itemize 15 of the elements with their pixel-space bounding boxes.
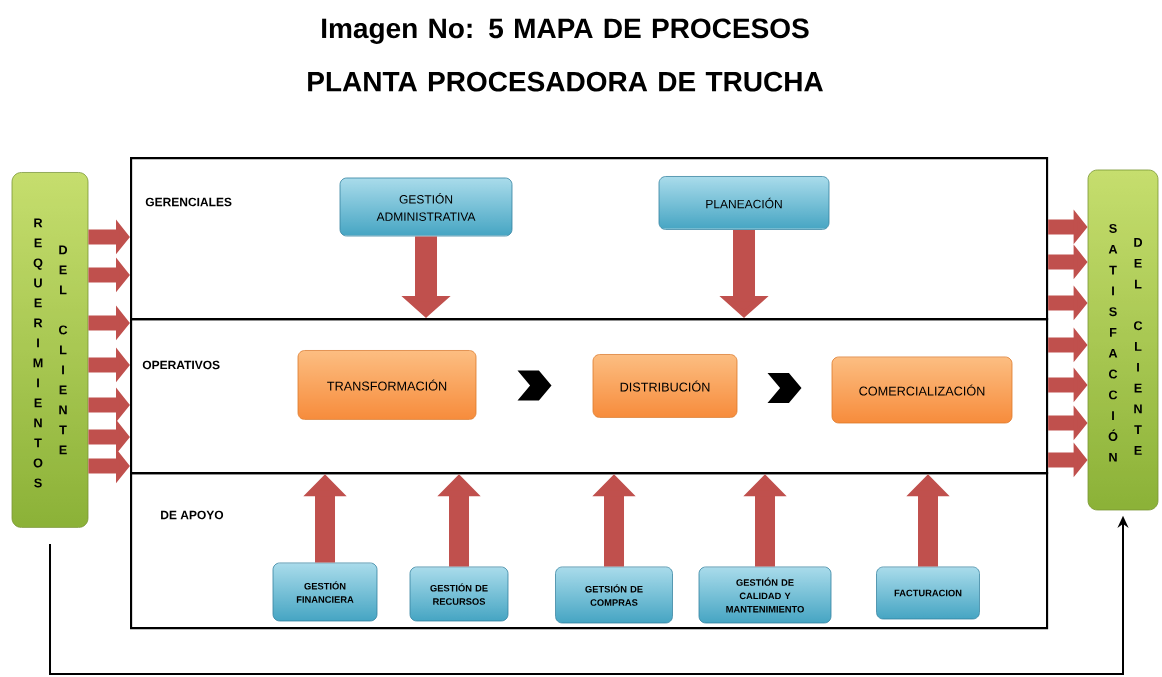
process-box: GESTIÓN ADMINISTRATIVA (339, 177, 513, 237)
process-box: FACTURACION (876, 566, 980, 620)
process-box: TRANSFORMACIÓN (297, 350, 477, 420)
title: Imagen No: 5 MAPA DE PROCESOS PLANTA PROCESADORA DE TRUCHA (308, 18, 823, 92)
process-box: GESTIÓN FINANCIERA (272, 562, 378, 622)
process-box: PLANEACIÓN (658, 176, 830, 230)
process-box: COMERCIALIZACIÓN (831, 356, 1013, 424)
chevron-arrow (517, 370, 552, 401)
process-box: DISTRIBUCIÓN (592, 354, 738, 418)
process-box: GESTIÓN DE CALIDAD Y MANTENIMIENTO (698, 566, 832, 624)
process-box: GESTIÓN DE RECURSOS (409, 566, 509, 622)
process-box: GETSIÓN DE COMPRAS (555, 566, 673, 624)
side-bar: SATISFACCIÓN DEL CLIENTE (1087, 169, 1159, 511)
chevron-arrow (767, 373, 802, 403)
side-bar: REQUERIMIENTOS DEL CLIENTE (11, 172, 89, 528)
